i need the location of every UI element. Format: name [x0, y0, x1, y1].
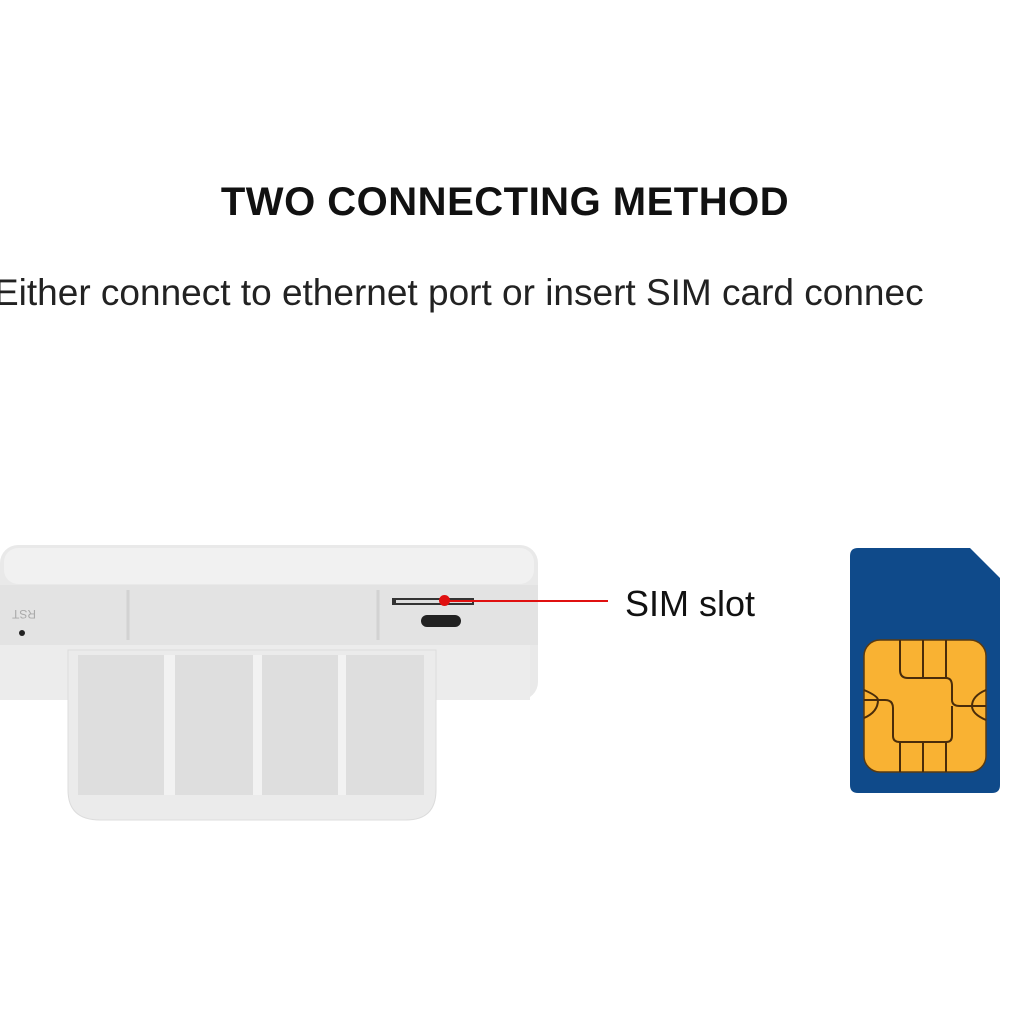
rst-label: RST	[11, 607, 36, 621]
callout-dot	[439, 595, 450, 606]
subtitle: Either connect to ethernet port or inser…	[0, 272, 924, 313]
device-front-panel	[0, 585, 538, 645]
callout-line	[445, 600, 608, 602]
device-top	[4, 548, 534, 584]
router-device-image: RST	[0, 545, 538, 821]
sim-slot-label: SIM slot	[625, 583, 756, 624]
usb-port	[421, 615, 461, 627]
page-title: TWO CONNECTING METHOD	[220, 180, 790, 224]
sim-card-image	[850, 548, 1000, 793]
reset-hole	[19, 630, 25, 636]
